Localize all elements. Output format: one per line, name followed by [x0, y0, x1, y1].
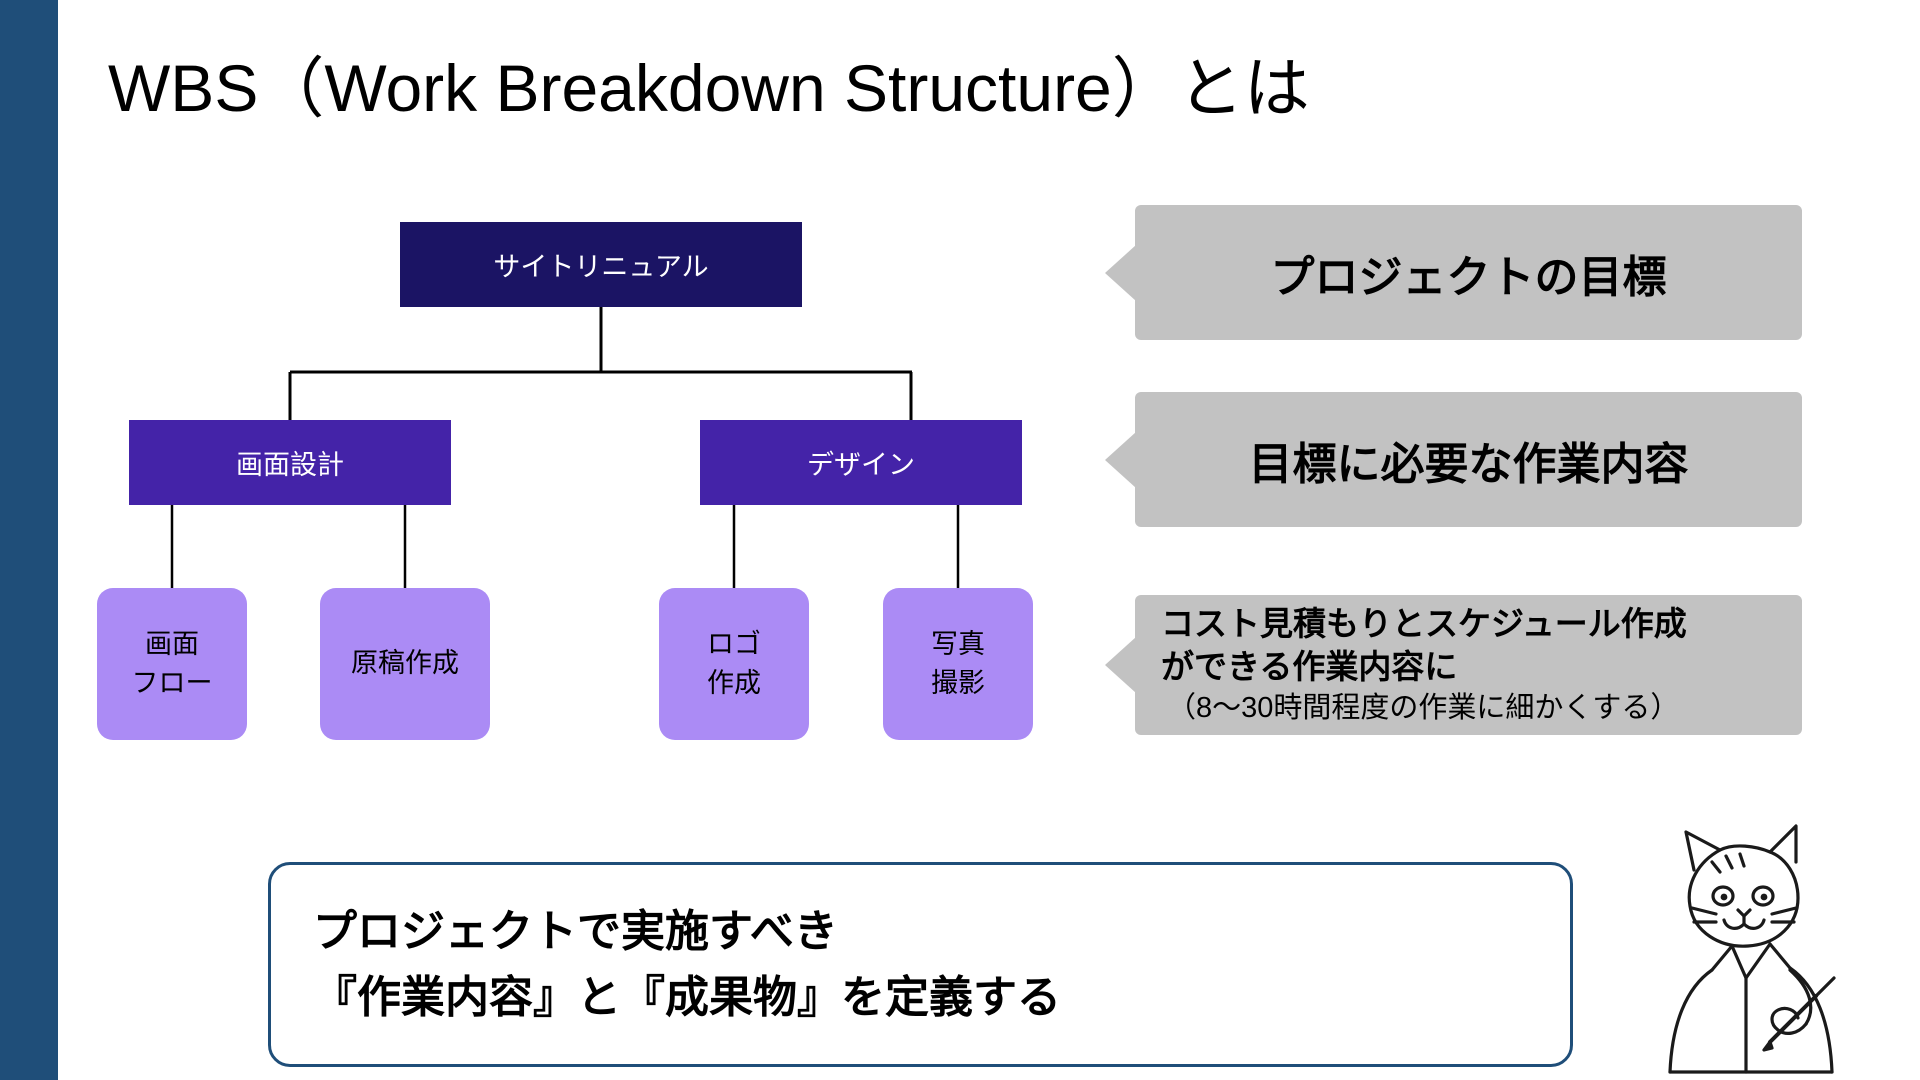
callout-project-goal: プロジェクトの目標 [1105, 205, 1802, 340]
callout-cost-schedule-line1: コスト見積もりとスケジュール作成 [1161, 604, 1687, 642]
summary-line-2: 『作業内容』と『成果物』を定義する [313, 972, 1061, 1022]
tree-leaf-logo-creation-line2: 作成 [707, 668, 761, 698]
tree-leaf-screen-flow-line2: フロー [131, 668, 213, 698]
page-title: WBS（Work Breakdown Structure）とは [108, 51, 1310, 125]
tree-leaf-manuscript: 原稿作成 [320, 588, 490, 740]
tree-leaf-logo-creation-line1: ロゴ [707, 628, 761, 659]
summary-line-1: プロジェクトで実施すべき [313, 906, 838, 956]
callout-arrow-icon [1105, 431, 1136, 488]
callout-required-work-text: 目標に必要な作業内容 [1248, 439, 1689, 489]
callout-project-goal-text: プロジェクトの目標 [1270, 252, 1667, 302]
slide-accent-bar [0, 0, 58, 1080]
cat-scientist-mascot-icon [1668, 824, 1836, 1074]
tree-node-screen-design: 画面設計 [129, 420, 451, 505]
tree-leaf-screen-flow-line1: 画面 [145, 628, 199, 659]
callout-arrow-icon [1105, 244, 1136, 301]
tree-node-root: サイトリニュアル [400, 222, 802, 307]
tree-leaf-photo-shoot-line1: 写真 [931, 628, 985, 659]
callout-cost-schedule: コスト見積もりとスケジュール作成 ができる作業内容に （8〜30時間程度の作業に… [1105, 595, 1802, 735]
tree-leaf-photo-shoot-line2: 撮影 [931, 668, 985, 698]
callout-cost-schedule-line2: ができる作業内容に [1161, 648, 1458, 686]
tree-node-design: デザイン [700, 420, 1022, 505]
tree-leaf-manuscript-line1: 原稿作成 [351, 648, 459, 679]
tree-leaf-photo-shoot: 写真 撮影 [883, 588, 1033, 740]
tree-leaf-screen-flow: 画面 フロー [97, 588, 247, 740]
summary-box: プロジェクトで実施すべき 『作業内容』と『成果物』を定義する [268, 862, 1573, 1067]
callout-arrow-icon [1105, 637, 1136, 693]
callout-cost-schedule-line3: （8〜30時間程度の作業に細かくする） [1167, 691, 1680, 724]
callout-required-work: 目標に必要な作業内容 [1105, 392, 1802, 527]
tree-leaf-logo-creation: ロゴ 作成 [659, 588, 809, 740]
